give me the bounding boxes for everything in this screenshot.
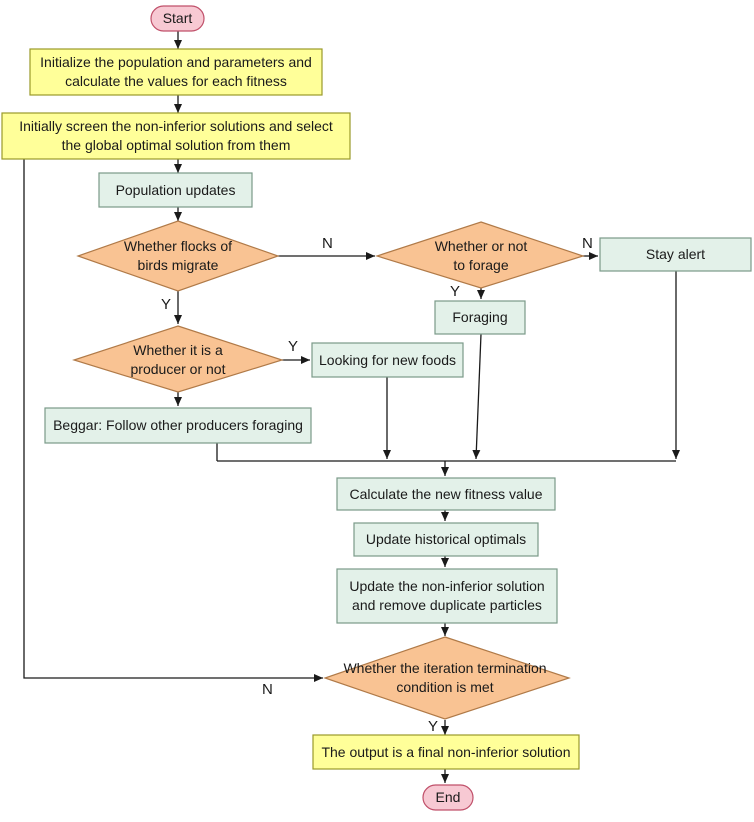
producer-decision-diamond bbox=[72, 325, 284, 393]
update-historical-box bbox=[353, 522, 539, 557]
termination-no-label: N bbox=[262, 681, 273, 698]
shapes bbox=[1, 5, 752, 811]
migrate-decision-diamond bbox=[76, 220, 280, 292]
migrate-yes-label: Y bbox=[161, 296, 172, 313]
end-terminal bbox=[422, 784, 474, 811]
termination-yes-label: Y bbox=[428, 718, 439, 735]
producer-yes-label: Y bbox=[288, 338, 299, 355]
edge-foraging-merge bbox=[472, 333, 482, 460]
update-noninferior-box bbox=[336, 568, 558, 624]
output-box bbox=[312, 734, 580, 770]
migrate-no-label: N bbox=[322, 235, 333, 252]
calc-fitness-box bbox=[336, 477, 556, 511]
start-terminal bbox=[150, 5, 205, 32]
initialize-box bbox=[29, 48, 323, 96]
foraging-box bbox=[434, 300, 526, 335]
looking-new-foods-box bbox=[311, 342, 464, 378]
connectors bbox=[23, 31, 680, 783]
stay-alert-box bbox=[599, 237, 752, 272]
beggar-box bbox=[44, 407, 312, 444]
forage-no-label: N bbox=[582, 235, 593, 252]
screen-box bbox=[1, 112, 351, 160]
forage-decision-diamond bbox=[375, 221, 585, 289]
forage-yes-label: Y bbox=[450, 283, 461, 300]
edge-termination-loop-back bbox=[23, 159, 323, 682]
population-updates-box bbox=[98, 172, 253, 208]
termination-decision-diamond bbox=[323, 636, 571, 720]
